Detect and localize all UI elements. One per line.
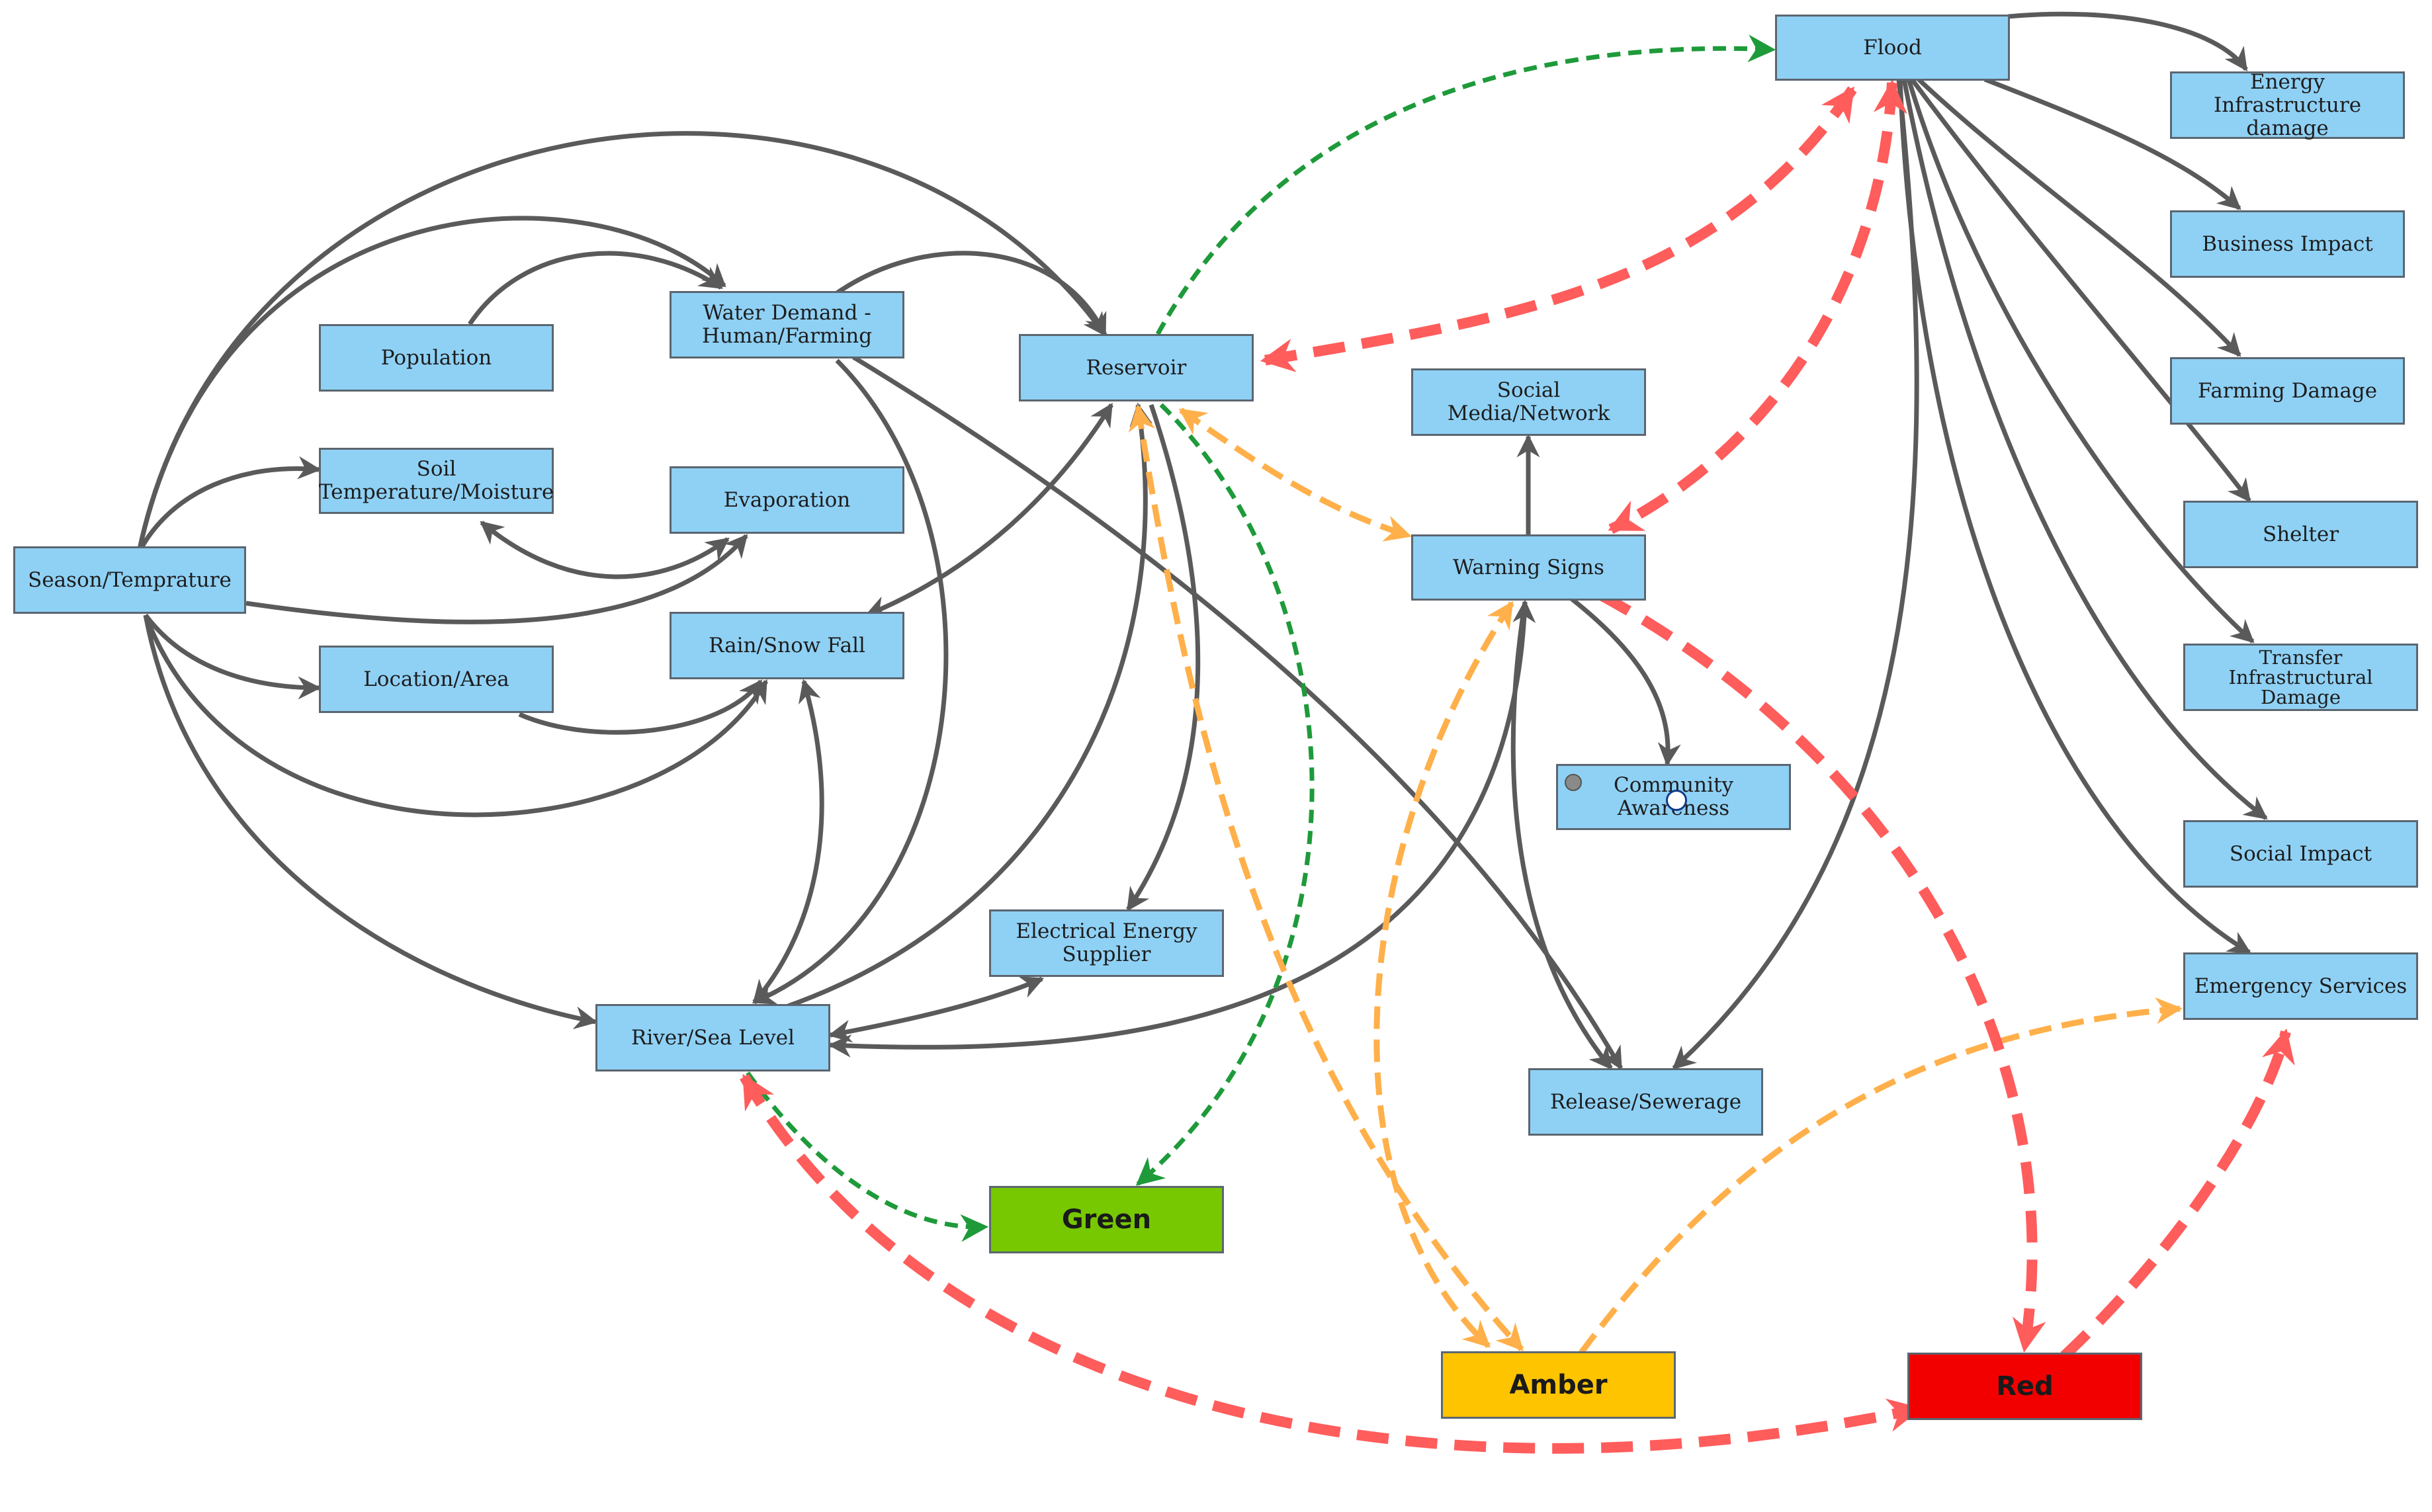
edge-water-demand-reservoir bbox=[836, 251, 1107, 337]
edge-flood-farming bbox=[1917, 77, 2241, 357]
node-energy-infrastructure-damage: Energy Infrastructure damage bbox=[2170, 70, 2405, 140]
edge-reservoir-rain bbox=[864, 403, 1113, 618]
edge-flood-shelter bbox=[1910, 77, 2251, 503]
edge-river-red bbox=[740, 1073, 1923, 1454]
node-electrical-energy-supplier: Electrical Energy Supplier bbox=[989, 909, 1224, 977]
edge-season-soil bbox=[136, 456, 322, 554]
edge-season-reservoir bbox=[136, 131, 1107, 553]
node-water-demand: Water Demand - Human/Farming bbox=[670, 291, 904, 358]
edge-season-location bbox=[144, 613, 322, 700]
node-soil-temperature-moisture: Soil Temperature/Moisture bbox=[319, 448, 554, 514]
node-reservoir: Reservoir bbox=[1019, 334, 1254, 401]
edge-amber-emergency bbox=[1579, 997, 2183, 1355]
edge-flood-reservoir-red bbox=[1260, 86, 1857, 372]
edge-flood-emergency bbox=[1897, 79, 2251, 954]
node-release-sewerage: Release/Sewerage bbox=[1528, 1068, 1763, 1136]
status-red: Red bbox=[1907, 1353, 2142, 1420]
edge-water-demand-river bbox=[752, 358, 949, 1005]
edge-reservoir-electrical bbox=[1126, 403, 1201, 911]
node-social-impact: Social Impact bbox=[2183, 820, 2418, 888]
node-warning-signs: Warning Signs bbox=[1411, 534, 1646, 601]
node-business-impact: Business Impact bbox=[2170, 210, 2405, 278]
edge-reservoir-warning-amber bbox=[1178, 407, 1412, 542]
edge-red-emergency bbox=[2060, 1029, 2295, 1360]
edge-flood-social-impact bbox=[1901, 79, 2268, 820]
node-rain-snow-fall: Rain/Snow Fall bbox=[670, 612, 904, 679]
edge-flood-transfer bbox=[1906, 78, 2255, 644]
node-river-sea-level: River/Sea Level bbox=[595, 1004, 830, 1071]
edge-flood-business bbox=[1983, 77, 2241, 210]
node-community-awareness: Community Awareness bbox=[1556, 764, 1791, 830]
node-flood: Flood bbox=[1775, 15, 2010, 81]
edge-warning-red bbox=[1598, 590, 2046, 1353]
edge-season-rain bbox=[143, 614, 769, 818]
node-season-temperature: Season/Temprature bbox=[13, 546, 246, 614]
node-shelter: Shelter bbox=[2183, 501, 2418, 568]
status-green: Green bbox=[989, 1186, 1224, 1253]
edge-warning-release bbox=[1510, 601, 1613, 1070]
edge-flood-warning-red bbox=[1608, 79, 1907, 534]
edge-season-water-demand bbox=[136, 216, 726, 553]
edge-rain-river bbox=[752, 679, 824, 1004]
edge-river-electrical bbox=[828, 976, 1045, 1043]
edge-river-green bbox=[746, 1071, 989, 1242]
edge-water-demand-release bbox=[852, 355, 1624, 1071]
node-location-area: Location/Area bbox=[319, 646, 554, 713]
node-transfer-infrastructural-damage: Transfer Infrastructural Damage bbox=[2183, 644, 2418, 711]
status-amber: Amber bbox=[1441, 1351, 1676, 1419]
node-emergency-services: Emergency Services bbox=[2183, 952, 2418, 1020]
minus-circle-icon bbox=[1565, 774, 1582, 791]
edge-location-rain bbox=[518, 679, 763, 735]
node-farming-damage: Farming Damage bbox=[2170, 357, 2405, 425]
red-links bbox=[740, 79, 2295, 1454]
edge-season-evaporation bbox=[245, 534, 748, 624]
edge-population-water-demand bbox=[468, 251, 723, 325]
edge-flood-energy bbox=[2007, 11, 2248, 71]
edge-season-river bbox=[143, 614, 598, 1030]
edge-reservoir-flood-green bbox=[1155, 34, 1776, 335]
edge-river-warning bbox=[828, 599, 1536, 1058]
node-evaporation: Evaporation bbox=[670, 466, 904, 534]
edge-warning-amber bbox=[1373, 601, 1514, 1349]
arrow-circle-icon bbox=[1666, 790, 1687, 811]
node-population: Population bbox=[319, 324, 554, 392]
edge-warning-community bbox=[1569, 597, 1681, 767]
edge-reservoir-green bbox=[1135, 403, 1315, 1186]
edge-soil-evaporation bbox=[480, 521, 730, 579]
amber-links bbox=[1128, 404, 2183, 1355]
node-social-media-network: Social Media/Network bbox=[1411, 368, 1646, 436]
